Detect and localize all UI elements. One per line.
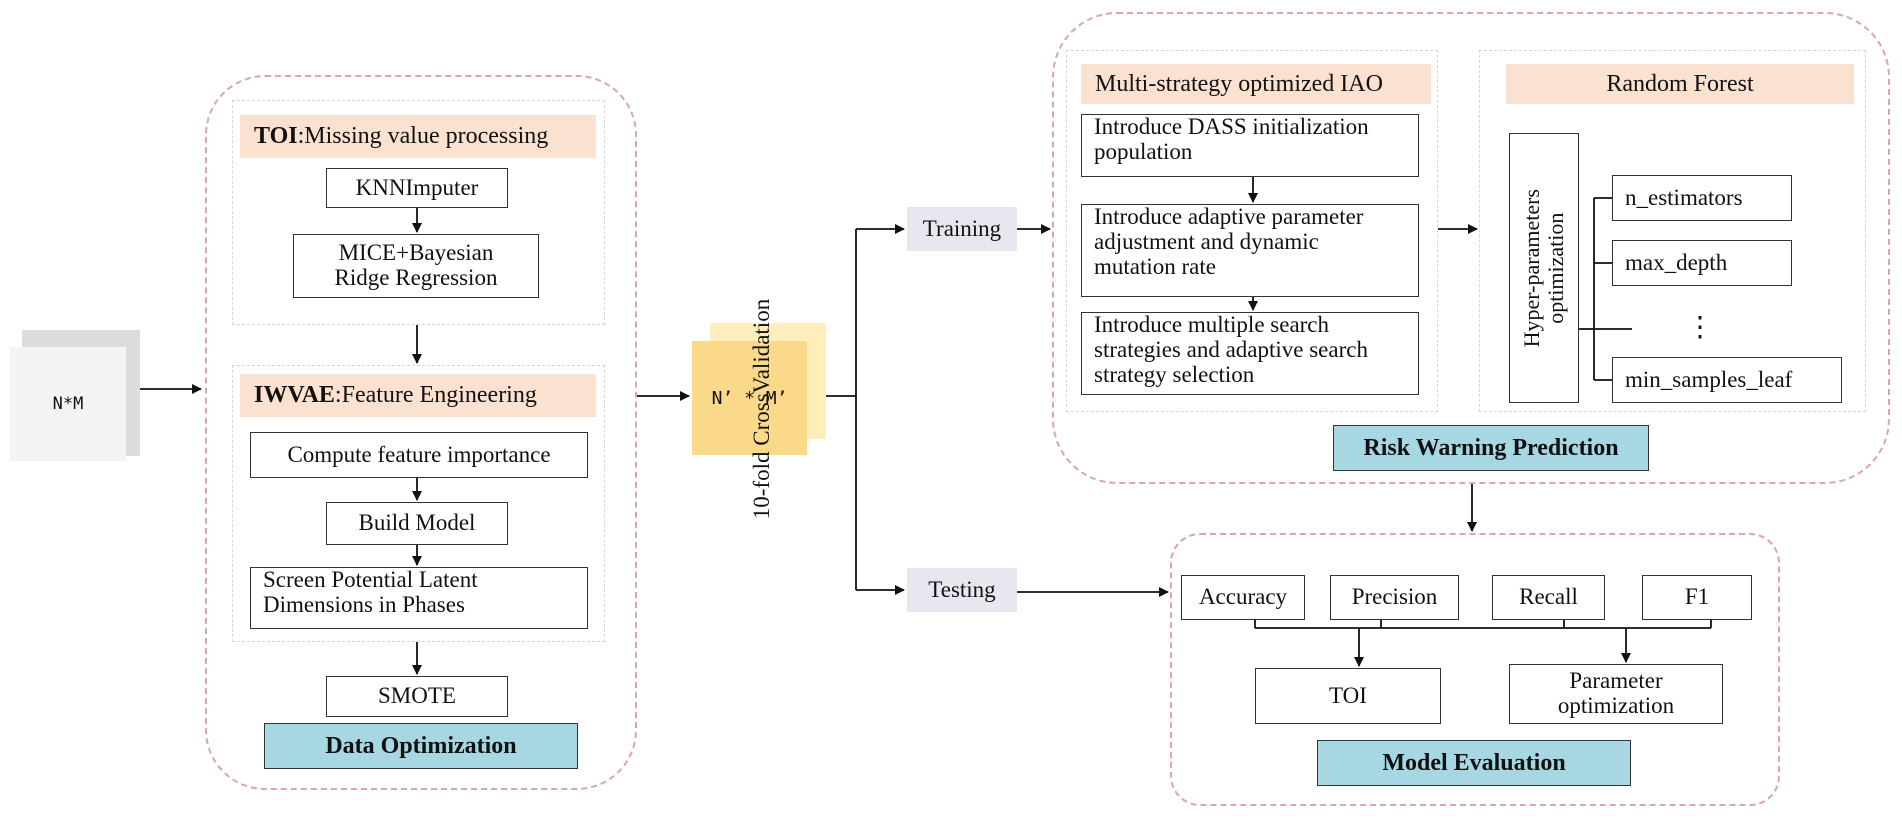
risk-warning-title-text: Risk Warning Prediction: [1363, 434, 1619, 461]
mice-box: MICE+Bayesian Ridge Regression: [293, 234, 539, 298]
mice-label-line1: MICE+Bayesian: [338, 240, 494, 266]
metric-accuracy: Accuracy: [1198, 584, 1288, 610]
iao-step2-line3: mutation rate: [1094, 253, 1216, 279]
testing-label: Testing: [928, 577, 996, 602]
metric-f1: F1: [1684, 584, 1710, 610]
eval-toi-box: TOI: [1255, 668, 1441, 724]
param-n-estimators: n_estimators: [1625, 184, 1743, 210]
build-model-box: Build Model: [326, 502, 508, 545]
smote-label: SMOTE: [378, 683, 456, 709]
random-forest-panel: [1479, 50, 1866, 412]
toi-header-bold: TOI: [254, 123, 298, 149]
input-matrix: N*M: [10, 347, 126, 461]
param-min-samples-leaf: min_samples_leaf: [1625, 366, 1793, 392]
iao-step2-line2: adjustment and dynamic: [1094, 228, 1319, 254]
metric-recall-box: Recall: [1492, 575, 1605, 620]
compute-importance-box: Compute feature importance: [250, 432, 588, 478]
screen-dimensions-line1: Screen Potential Latent: [263, 567, 478, 592]
risk-warning-title: Risk Warning Prediction: [1333, 425, 1649, 471]
input-matrix-label: N*M: [52, 394, 84, 414]
testing-label-box: Testing: [907, 568, 1017, 612]
iao-step2-line1: Introduce adaptive parameter: [1094, 204, 1364, 229]
iao-header-text: Multi-strategy optimized IAO: [1095, 70, 1383, 97]
toi-panel: [232, 100, 605, 325]
mice-label-line2: Ridge Regression: [334, 265, 498, 290]
iwvae-header-bold: IWVAE: [254, 382, 335, 408]
metric-precision-box: Precision: [1330, 575, 1459, 620]
metric-accuracy-box: Accuracy: [1181, 575, 1305, 620]
hyper-parameters-box: Hyper-parameters optimization: [1509, 133, 1579, 403]
data-optimization-region: [205, 75, 637, 790]
iwvae-header-text: :Feature Engineering: [334, 382, 537, 408]
iao-step3-line2: strategies and adaptive search: [1094, 336, 1368, 362]
build-model-label: Build Model: [358, 510, 476, 536]
parameter-optimization-line1: Parameter: [1569, 668, 1663, 694]
iao-step1-line2: population: [1094, 138, 1193, 164]
compute-importance-label: Compute feature importance: [287, 441, 551, 467]
toi-header-text: :Missing value processing: [297, 123, 549, 149]
metric-recall: Recall: [1519, 584, 1578, 610]
toi-header: TOI:Missing value processing: [240, 115, 596, 158]
iao-step2-box: Introduce adaptive parameter adjustment …: [1081, 204, 1419, 297]
data-optimization-title: Data Optimization: [264, 723, 578, 769]
knn-imputer-label: KNNImputer: [355, 174, 479, 200]
iao-header: Multi-strategy optimized IAO: [1081, 64, 1431, 104]
training-label-box: Training: [907, 207, 1017, 251]
param-max-depth: max_depth: [1625, 249, 1728, 275]
smote-box: SMOTE: [326, 676, 508, 717]
iao-panel: [1066, 50, 1438, 412]
iao-step1-box: Introduce DASS initialization population: [1081, 114, 1419, 177]
model-evaluation-region: [1170, 533, 1780, 806]
knn-imputer-box: KNNImputer: [326, 168, 508, 208]
training-label: Training: [922, 216, 1002, 241]
iwvae-header: IWVAE:Feature Engineering: [240, 374, 596, 417]
data-optimization-title-text: Data Optimization: [325, 732, 517, 759]
param-n-estimators-box: n_estimators: [1612, 175, 1792, 221]
eval-toi-label: TOI: [1329, 682, 1367, 708]
random-forest-header-text: Random Forest: [1606, 70, 1754, 97]
iao-step3-line3: strategy selection: [1094, 361, 1255, 387]
iao-step3-line1: Introduce multiple search: [1094, 312, 1330, 337]
model-evaluation-title-text: Model Evaluation: [1382, 749, 1566, 776]
metric-precision: Precision: [1351, 584, 1438, 610]
iao-step3-box: Introduce multiple search strategies and…: [1081, 312, 1419, 395]
iwvae-panel: [232, 365, 605, 642]
screen-dimensions-line2: Dimensions in Phases: [263, 591, 465, 617]
parameter-optimization-box: Parameter optimization: [1509, 664, 1723, 724]
param-max-depth-box: max_depth: [1612, 240, 1792, 286]
resampled-matrix: N’ * M’: [692, 341, 807, 455]
resampled-matrix-label: N’ * M’: [711, 387, 788, 409]
model-evaluation-title: Model Evaluation: [1317, 740, 1631, 786]
parameter-optimization-line2: optimization: [1557, 693, 1675, 718]
random-forest-header: Random Forest: [1506, 64, 1854, 104]
param-ellipsis: ⋮: [1686, 312, 1714, 343]
iao-step1-line1: Introduce DASS initialization: [1094, 114, 1369, 139]
param-min-samples-leaf-box: min_samples_leaf: [1612, 357, 1842, 403]
screen-dimensions-box: Screen Potential Latent Dimensions in Ph…: [250, 567, 588, 629]
metric-f1-box: F1: [1642, 575, 1752, 620]
risk-warning-region: [1052, 12, 1890, 484]
